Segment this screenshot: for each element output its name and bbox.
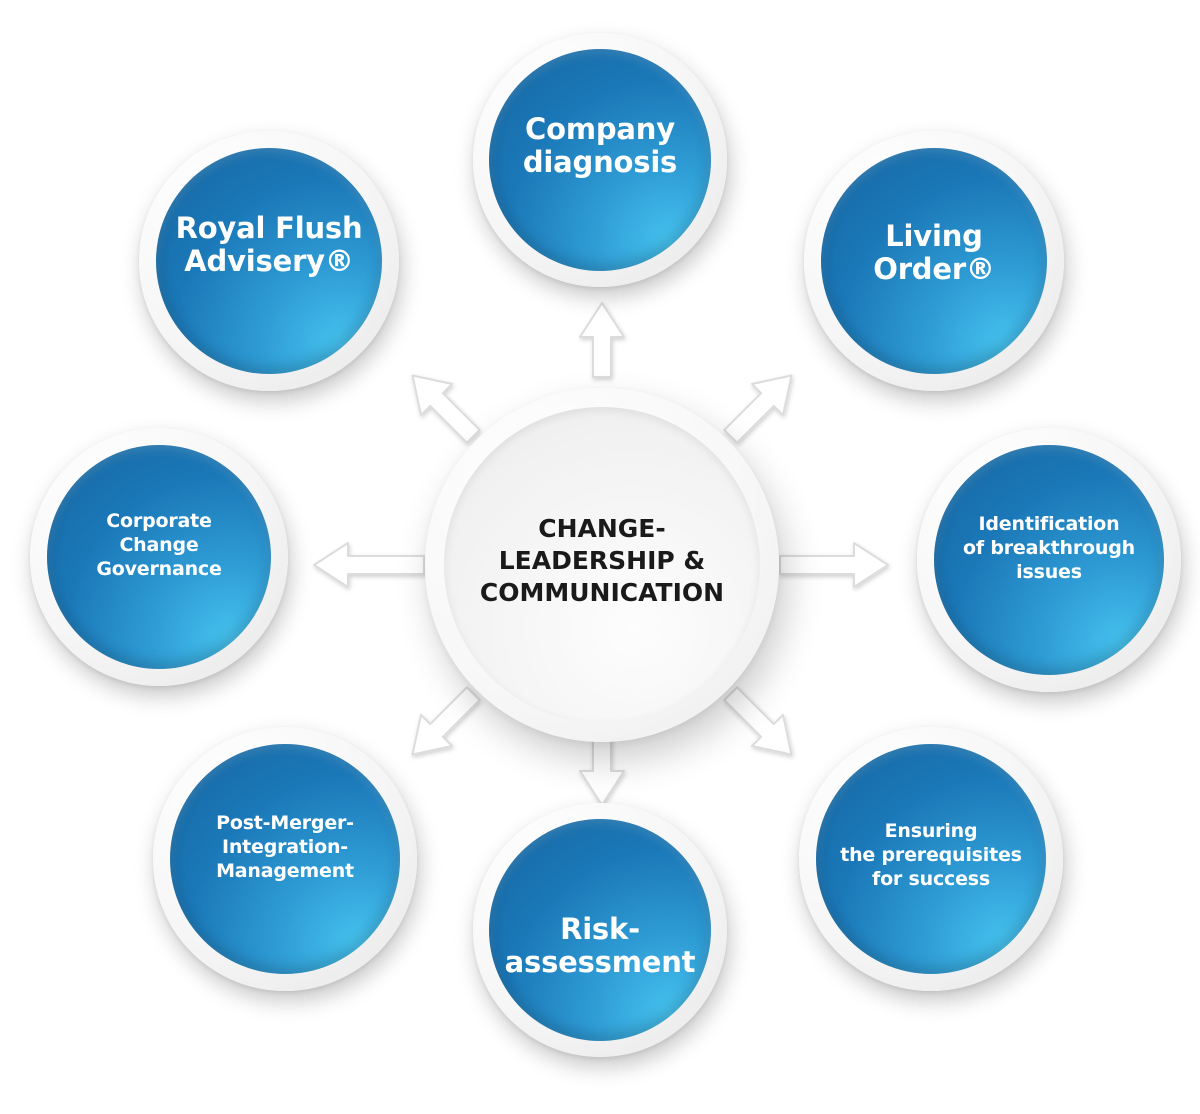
node-label: Royal Flush Advisery® [175, 211, 363, 278]
node-corporate-change-governance: Corporate Change Governance [30, 428, 288, 686]
node-company-diagnosis: Company diagnosis [473, 33, 727, 287]
center-hub: CHANGE- LEADERSHIP & COMMUNICATION [425, 388, 779, 742]
node-post-merger: Post-Merger- Integration- Management [153, 727, 417, 991]
node-risk-assessment: Risk- assessment [473, 803, 727, 1057]
node-living-order: Living Order® [804, 131, 1064, 391]
arrow-up-right [723, 374, 793, 444]
node-label: Identification of breakthrough issues [963, 513, 1135, 583]
arrow-down [579, 732, 625, 806]
arrow-right [779, 542, 889, 588]
node-ensuring-prerequisites: Ensuring the prerequisites for success [799, 727, 1063, 991]
arrow-up [579, 302, 625, 378]
node-label: Company diagnosis [522, 112, 678, 179]
node-label: Corporate Change Governance [96, 510, 222, 580]
node-label: Risk- assessment [504, 912, 696, 979]
arrow-left [313, 542, 425, 588]
node-label: Ensuring the prerequisites for success [840, 820, 1022, 890]
arrow-down-left [411, 686, 481, 756]
arrow-down-right [723, 686, 793, 756]
node-label: Living Order® [873, 219, 995, 286]
center-label: CHANGE- LEADERSHIP & COMMUNICATION [479, 514, 725, 607]
arrow-up-left [411, 374, 481, 444]
node-identification-breakthrough: Identification of breakthrough issues [917, 428, 1181, 692]
node-royal-flush: Royal Flush Advisery® [139, 131, 399, 391]
node-label: Post-Merger- Integration- Management [216, 812, 354, 882]
